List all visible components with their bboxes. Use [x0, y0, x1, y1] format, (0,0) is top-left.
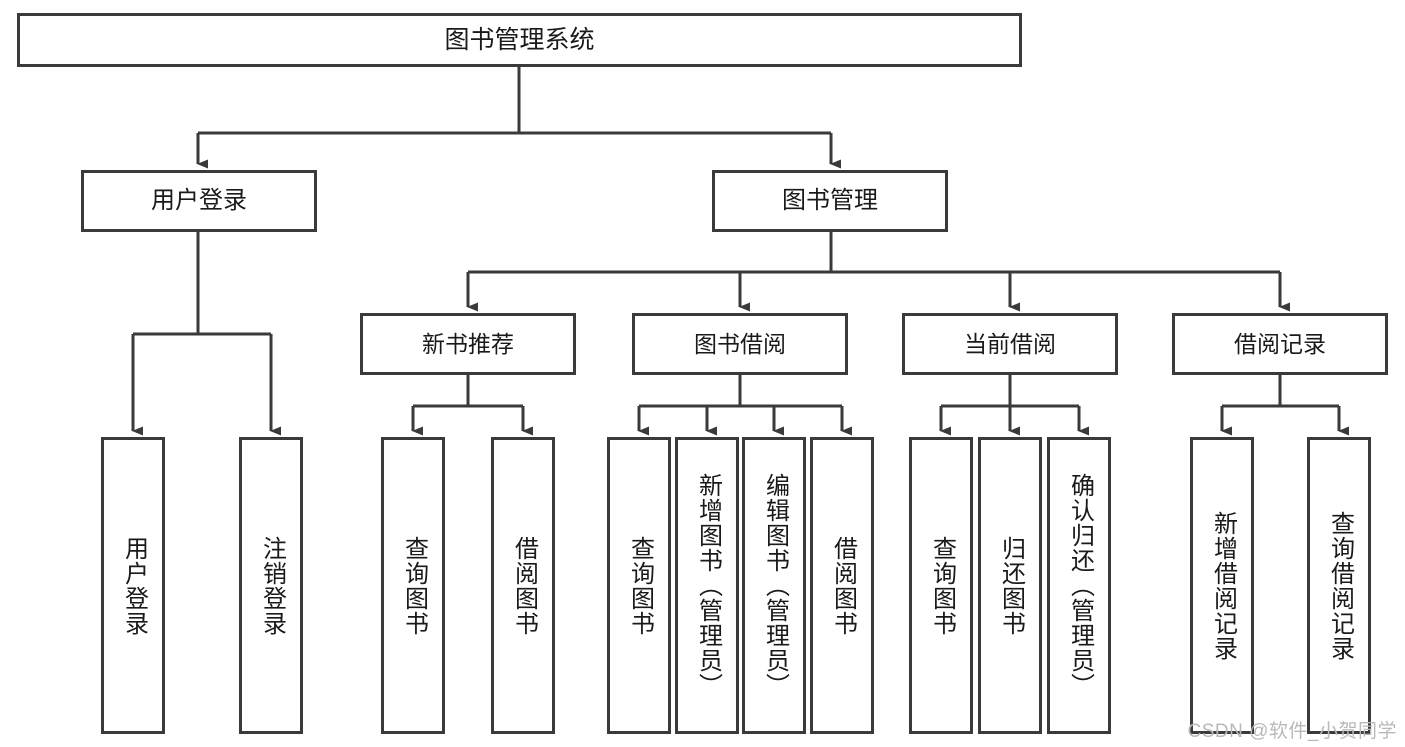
leaf-book-borrow-add[interactable]: 新增图书（管理员） — [675, 437, 739, 734]
node-root-library-system[interactable]: 图书管理系统 — [17, 13, 1022, 67]
leaf-label: 借阅图书 — [510, 535, 538, 636]
leaf-book-borrow-query[interactable]: 查询图书 — [607, 437, 671, 734]
leaf-user-login-logout[interactable]: 注销登录 — [239, 437, 303, 734]
node-new-book-recommend[interactable]: 新书推荐 — [360, 313, 576, 375]
leaf-new-book-query[interactable]: 查询图书 — [381, 437, 445, 734]
leaf-book-borrow-borrow[interactable]: 借阅图书 — [810, 437, 874, 734]
node-current-borrow[interactable]: 当前借阅 — [902, 313, 1118, 375]
node-new-book-recommend-label: 新书推荐 — [422, 330, 514, 357]
node-user-login-label: 用户登录 — [151, 187, 247, 214]
leaf-label: 新增借阅记录 — [1209, 510, 1237, 661]
leaf-current-borrow-confirm-return[interactable]: 确认归还（管理员） — [1047, 437, 1111, 734]
node-book-borrow[interactable]: 图书借阅 — [632, 313, 848, 375]
leaf-label: 编辑图书（管理员） — [761, 473, 789, 698]
node-book-manage-label: 图书管理 — [782, 187, 878, 214]
node-borrow-record[interactable]: 借阅记录 — [1172, 313, 1388, 375]
leaf-label: 新增图书（管理员） — [694, 473, 722, 698]
leaf-new-book-borrow[interactable]: 借阅图书 — [491, 437, 555, 734]
leaf-borrow-record-query[interactable]: 查询借阅记录 — [1307, 437, 1371, 734]
node-book-manage[interactable]: 图书管理 — [712, 170, 948, 232]
node-root-label: 图书管理系统 — [444, 25, 595, 54]
leaf-label: 查询图书 — [928, 535, 956, 636]
watermark: CSDN @软件_小贺同学 — [1187, 721, 1397, 742]
leaf-current-borrow-return[interactable]: 归还图书 — [978, 437, 1042, 734]
leaf-label: 注销登录 — [258, 535, 286, 636]
leaf-label: 查询图书 — [400, 535, 428, 636]
leaf-label: 查询图书 — [626, 535, 654, 636]
leaf-user-login-login[interactable]: 用户登录 — [101, 437, 165, 734]
leaf-label: 归还图书 — [997, 535, 1025, 636]
leaf-label: 借阅图书 — [829, 535, 857, 636]
leaf-borrow-record-add[interactable]: 新增借阅记录 — [1190, 437, 1254, 734]
node-current-borrow-label: 当前借阅 — [964, 330, 1056, 357]
leaf-label: 查询借阅记录 — [1326, 510, 1354, 661]
leaf-current-borrow-query[interactable]: 查询图书 — [909, 437, 973, 734]
leaf-book-borrow-edit[interactable]: 编辑图书（管理员） — [742, 437, 806, 734]
node-book-borrow-label: 图书借阅 — [694, 330, 786, 357]
leaf-label: 用户登录 — [120, 535, 148, 636]
leaf-label: 确认归还（管理员） — [1066, 473, 1094, 698]
node-user-login[interactable]: 用户登录 — [81, 170, 317, 232]
node-borrow-record-label: 借阅记录 — [1234, 330, 1326, 357]
